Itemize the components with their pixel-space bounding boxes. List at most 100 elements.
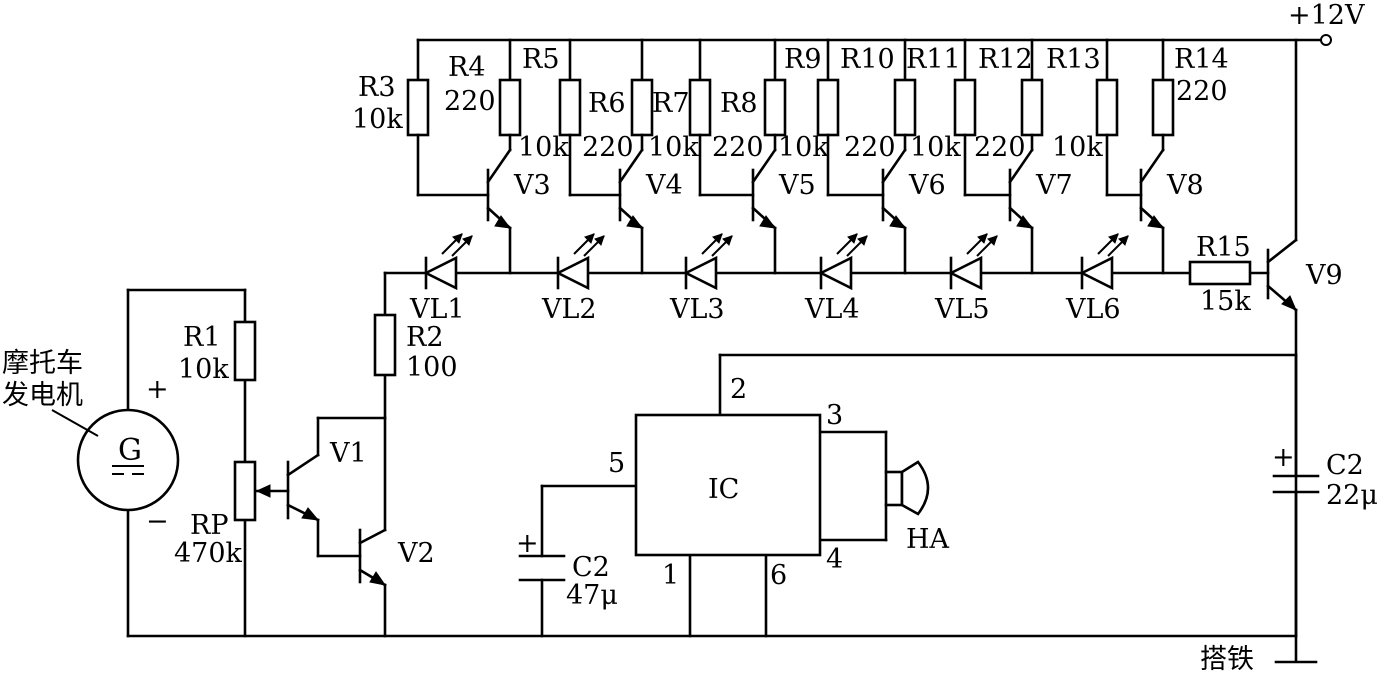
- r3-resistor: [406, 78, 430, 137]
- r12-name: R12: [978, 44, 1033, 75]
- v6-label: V6: [908, 170, 946, 201]
- generator-minus: −: [146, 506, 169, 537]
- c-ic-value: 47μ: [566, 580, 618, 611]
- led-label-vl6: VL6: [1065, 294, 1121, 325]
- v7-transistor: [1008, 148, 1034, 275]
- r5-resistor: [558, 78, 582, 137]
- rp-value: 470k: [174, 538, 243, 569]
- r6-resistor: [630, 78, 654, 137]
- r12-resistor: [1020, 78, 1044, 137]
- r10-value: 220: [844, 132, 896, 163]
- c-right-plus: +: [1272, 442, 1295, 473]
- r7-resistor: [688, 78, 712, 137]
- v3-label: V3: [513, 170, 551, 201]
- r14-resistor: [1151, 78, 1175, 137]
- wires: [126, 38, 1322, 662]
- r2-value: 100: [406, 352, 458, 383]
- r11-value: 10k: [910, 132, 961, 163]
- r9-value: 10k: [778, 132, 829, 163]
- r7-name: R7: [652, 88, 690, 119]
- r12-value: 220: [974, 132, 1026, 163]
- r5-name: R5: [522, 44, 560, 75]
- led-vl2: VL2: [541, 233, 605, 325]
- r10-resistor: [893, 78, 917, 137]
- led-label-vl5: VL5: [934, 294, 990, 325]
- generator-plus: +: [146, 374, 169, 405]
- v5-label: V5: [778, 170, 816, 201]
- generator-name-line2: 发电机: [2, 380, 83, 411]
- rp-wiper-arrow: [255, 484, 271, 498]
- r9-name: R9: [784, 44, 822, 75]
- c-ic-name: C2: [572, 552, 610, 583]
- v7-label: V7: [1035, 170, 1073, 201]
- c-right-value: 22μ: [1326, 480, 1378, 511]
- r8-value: 220: [712, 132, 764, 163]
- supply-label: +12V: [1288, 0, 1365, 31]
- r2-resistor: [373, 313, 397, 377]
- v5-transistor: [751, 148, 777, 275]
- v4-transistor: [618, 148, 644, 275]
- r1-value: 10k: [178, 354, 229, 385]
- r1-resistor: [233, 320, 257, 382]
- ic-label: IC: [708, 474, 739, 505]
- r11-resistor: [953, 78, 977, 137]
- led-label-vl4: VL4: [804, 294, 860, 325]
- r4-value: 220: [444, 86, 496, 117]
- r13-resistor: [1095, 78, 1119, 137]
- v9-transistor: [1266, 238, 1298, 312]
- r11-name: R11: [906, 44, 961, 75]
- rp-potentiometer: [233, 460, 257, 522]
- r3-value: 10k: [352, 104, 403, 135]
- r8-resistor: [763, 78, 787, 137]
- ic-pin5-label: 5: [608, 448, 625, 479]
- v6-transistor: [881, 148, 907, 275]
- r9-resistor: [816, 78, 840, 137]
- r15-value: 15k: [1200, 286, 1251, 317]
- v4-label: V4: [645, 170, 683, 201]
- r2-name: R2: [406, 322, 444, 353]
- led-label-vl1: VL1: [409, 294, 465, 325]
- led-label-vl2: VL2: [541, 294, 597, 325]
- r14-value: 220: [1176, 76, 1228, 107]
- r8-name: R8: [720, 88, 758, 119]
- ic-pin6-label: 6: [770, 560, 787, 591]
- c-right-name: C2: [1326, 450, 1364, 481]
- supply-terminal: [1320, 34, 1332, 46]
- r1-name: R1: [183, 322, 221, 353]
- ic-pin2-label: 2: [730, 374, 747, 405]
- buzzer-symbol: [884, 460, 930, 516]
- ic-box: [634, 413, 822, 557]
- v9-label: V9: [1305, 260, 1343, 291]
- led-vl1: VL1: [409, 233, 473, 325]
- r10-name: R10: [840, 44, 895, 75]
- v1-label: V1: [329, 438, 367, 469]
- r15-resistor: [1188, 260, 1252, 286]
- c-ic-capacitor: [518, 554, 566, 582]
- buzzer-label: HA: [906, 524, 950, 555]
- r4-resistor: [498, 78, 522, 137]
- r7-value: 10k: [648, 132, 699, 163]
- r5-value: 10k: [518, 132, 569, 163]
- r14-name: R14: [1174, 44, 1229, 75]
- r6-value: 220: [582, 132, 634, 163]
- c-ic-plus: +: [516, 528, 539, 559]
- generator-symbol: [76, 408, 180, 512]
- generator-name-line1: 摩托车: [2, 348, 83, 379]
- led-vl5: VL5: [934, 233, 998, 325]
- led-vl4: VL4: [804, 233, 868, 325]
- r4-name: R4: [448, 52, 486, 83]
- ground-label: 搭铁: [1200, 644, 1254, 674]
- r13-value: 10k: [1052, 132, 1103, 163]
- r6-name: R6: [588, 88, 626, 119]
- r3-name: R3: [358, 72, 396, 103]
- rp-name: RP: [190, 510, 229, 541]
